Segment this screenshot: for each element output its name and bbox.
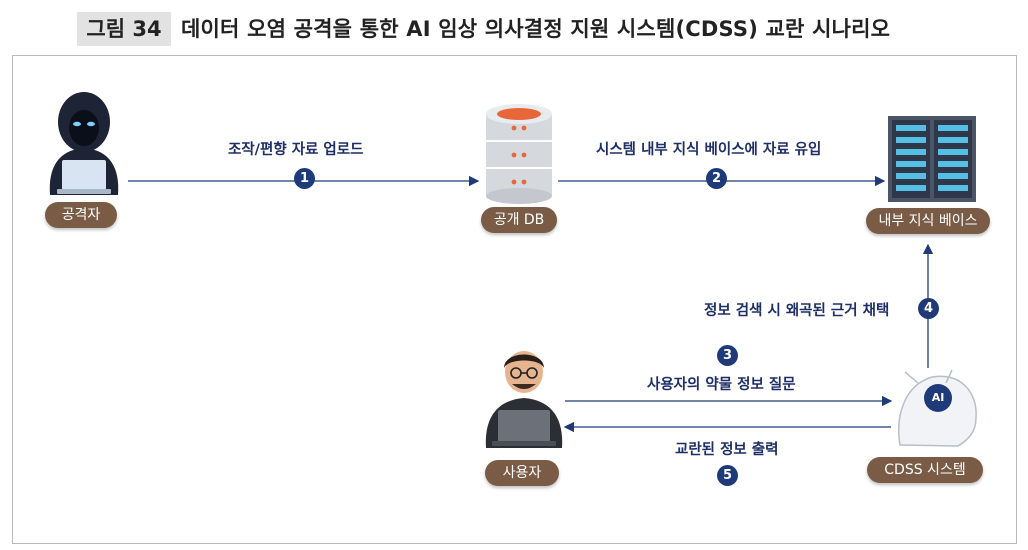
attacker-icon bbox=[49, 92, 119, 195]
internal-kb-icon bbox=[888, 116, 976, 202]
step-badge-2: 2 bbox=[706, 168, 727, 189]
step-badge-1: 1 bbox=[294, 168, 315, 189]
edge-label-2: 시스템 내부 지식 베이스에 자료 유입 bbox=[596, 142, 822, 158]
step-badge-4: 4 bbox=[918, 298, 939, 319]
ai-badge: AI bbox=[931, 391, 945, 404]
cdss-label: CDSS 시스템 bbox=[867, 457, 983, 483]
figure-title: 데이터 오염 공격을 통한 AI 임상 의사결정 지원 시스템(CDSS) 교란… bbox=[181, 17, 891, 41]
figure-label: 그림 34 bbox=[77, 12, 171, 46]
user-icon bbox=[485, 351, 563, 448]
step-badge-3: 3 bbox=[717, 345, 738, 366]
step-badge-5: 5 bbox=[717, 465, 738, 486]
cdss-system-icon bbox=[898, 369, 977, 447]
edge-label-3: 사용자의 약물 정보 질문 bbox=[647, 377, 796, 393]
public-db-icon bbox=[486, 104, 552, 204]
public-db-label: 공개 DB bbox=[481, 207, 557, 233]
internal-kb-label: 내부 지식 베이스 bbox=[866, 208, 990, 234]
edge-label-5: 교란된 정보 출력 bbox=[675, 442, 779, 458]
attacker-label: 공격자 bbox=[45, 202, 117, 228]
figure-header: 그림 34 데이터 오염 공격을 통한 AI 임상 의사결정 지원 시스템(CD… bbox=[0, 6, 1028, 46]
edge-label-1: 조작/편향 자료 업로드 bbox=[228, 142, 364, 158]
edge-label-4: 정보 검색 시 왜곡된 근거 채택 bbox=[704, 303, 890, 319]
user-label: 사용자 bbox=[485, 460, 559, 486]
